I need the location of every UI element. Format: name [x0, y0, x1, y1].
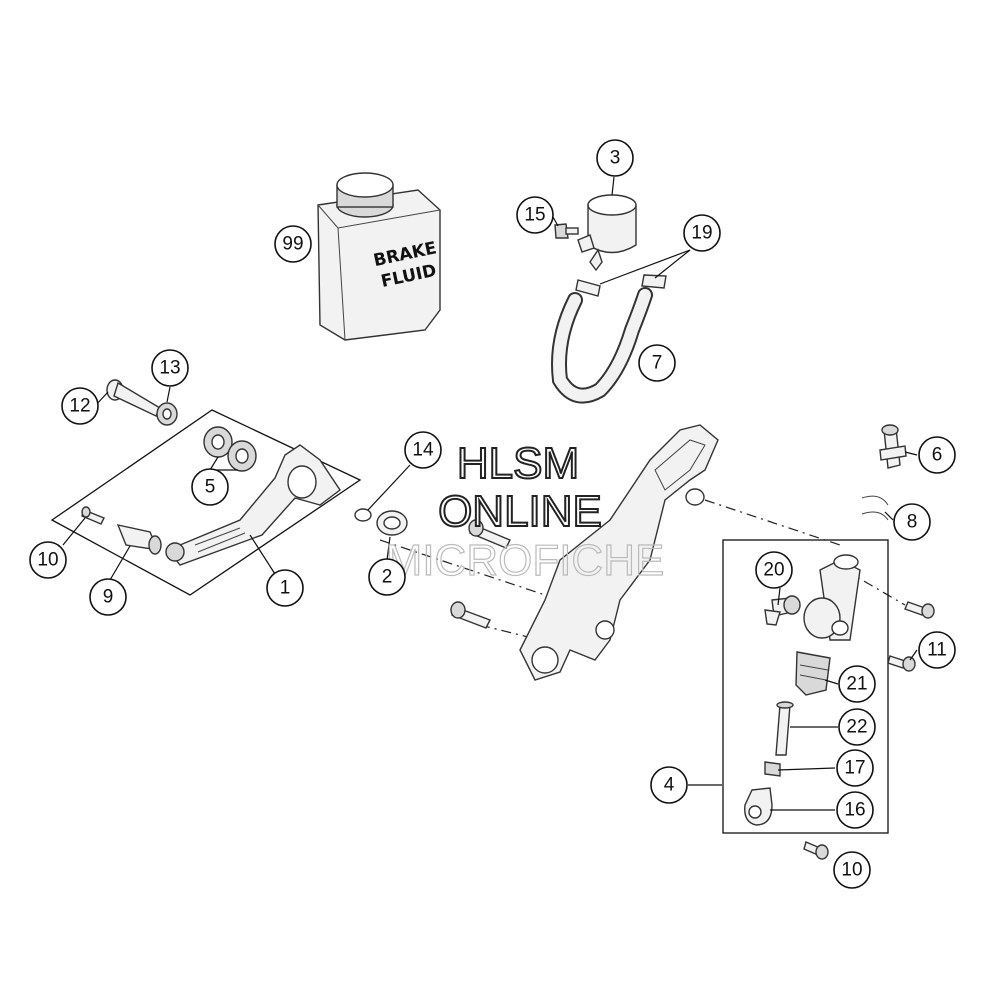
callout-19: 19 — [683, 214, 721, 252]
callout-8: 8 — [893, 503, 931, 541]
svg-text:5: 5 — [205, 477, 216, 498]
svg-text:12: 12 — [69, 396, 90, 417]
svg-text:1: 1 — [280, 578, 291, 599]
callout-99: 99 — [274, 225, 312, 263]
callout-13: 13 — [151, 349, 189, 387]
pedal-kit — [50, 409, 362, 596]
callout-10: 10 — [29, 541, 67, 579]
svg-text:21: 21 — [846, 674, 867, 695]
watermark-line2: ONLINE — [438, 487, 602, 536]
callout-22: 22 — [838, 708, 876, 746]
brake-fluid-can: BRAKE FLUID — [317, 172, 441, 341]
callout-1: 1 — [266, 569, 304, 607]
svg-text:22: 22 — [846, 717, 867, 738]
callout-21: 21 — [838, 665, 876, 703]
svg-text:10: 10 — [37, 550, 58, 571]
svg-text:15: 15 — [524, 205, 545, 226]
svg-text:3: 3 — [610, 148, 621, 169]
callout-16: 16 — [836, 791, 874, 829]
banjo-fitting — [861, 424, 907, 521]
svg-text:10: 10 — [841, 860, 862, 881]
svg-text:2: 2 — [382, 567, 393, 588]
svg-text:11: 11 — [927, 640, 947, 661]
pivot-bolt — [106, 379, 178, 426]
footrest-bracket — [450, 424, 719, 681]
svg-text:14: 14 — [412, 440, 434, 461]
callout-17: 17 — [836, 749, 874, 787]
callout-9: 9 — [89, 578, 127, 616]
callout-11: 11 — [918, 631, 956, 669]
reservoir-assembly — [551, 194, 667, 404]
callout-layer: 99 3 15 19 7 13 12 5 10 9 1 14 2 6 8 20 … — [29, 139, 956, 889]
callout-10b: 10 — [833, 851, 871, 889]
callout-14: 14 — [404, 431, 442, 469]
svg-text:17: 17 — [844, 758, 865, 779]
callout-20: 20 — [755, 551, 793, 589]
svg-text:19: 19 — [691, 223, 712, 244]
svg-text:13: 13 — [159, 358, 180, 379]
watermark-line3: MICROFICHE — [386, 536, 665, 585]
watermark: MICROFICHE HLSM ONLINE — [385, 438, 665, 586]
callout-4: 4 — [650, 766, 688, 804]
svg-text:9: 9 — [103, 587, 114, 608]
callout-2: 2 — [368, 558, 406, 596]
svg-text:7: 7 — [652, 353, 663, 374]
callout-6: 6 — [918, 436, 956, 474]
callout-5: 5 — [191, 468, 229, 506]
callout-12: 12 — [61, 387, 99, 425]
svg-text:20: 20 — [763, 560, 784, 581]
svg-text:16: 16 — [844, 800, 865, 821]
watermark-line1: HLSM — [457, 439, 579, 488]
leader-lines — [62, 176, 918, 811]
master-cylinder-kit — [722, 539, 935, 860]
svg-text:99: 99 — [282, 234, 303, 255]
svg-text:8: 8 — [907, 512, 918, 533]
callout-15: 15 — [516, 196, 554, 234]
callout-7: 7 — [638, 344, 676, 382]
callout-3: 3 — [596, 139, 634, 177]
spring-and-washer — [354, 508, 408, 536]
svg-text:6: 6 — [932, 445, 943, 466]
svg-text:4: 4 — [664, 775, 675, 796]
